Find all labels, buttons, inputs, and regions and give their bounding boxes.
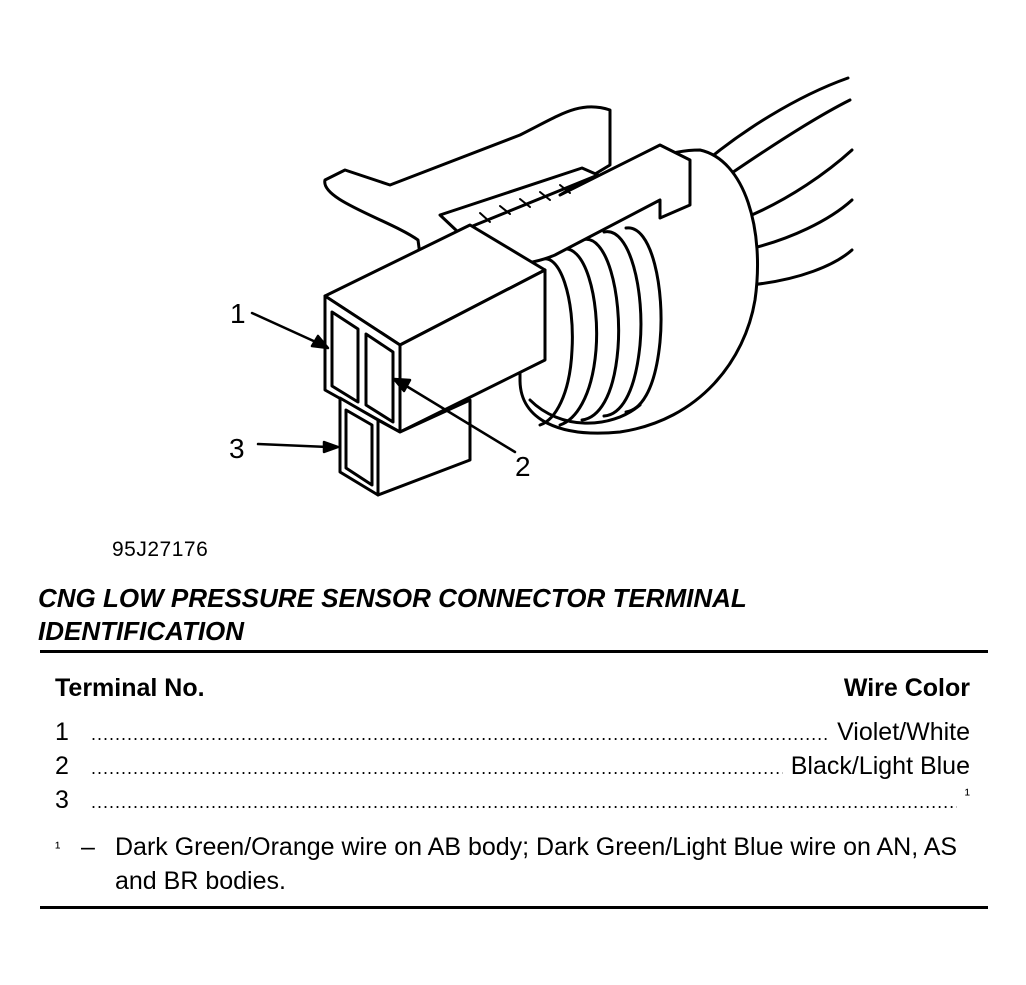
callout-label-3: 3 bbox=[229, 433, 245, 464]
terminal-cavity-2 bbox=[364, 332, 395, 424]
terminal-number: 2 bbox=[55, 752, 69, 780]
dot-leader bbox=[91, 792, 957, 813]
connector-diagram: 1 2 3 bbox=[229, 76, 854, 497]
column-header-wire-color: Wire Color bbox=[843, 674, 970, 702]
terminal-number: 1 bbox=[55, 718, 69, 746]
terminal-number: 3 bbox=[55, 786, 69, 814]
column-header-terminal: Terminal No. bbox=[55, 674, 205, 702]
table-bottom-rule bbox=[40, 906, 988, 909]
table-top-rule bbox=[40, 650, 988, 653]
wire-color: Violet/White bbox=[837, 718, 970, 746]
callout-label-2: 2 bbox=[515, 451, 531, 482]
dot-leader bbox=[91, 724, 829, 745]
footnote-mark: ¹ bbox=[55, 840, 61, 857]
dot-leader bbox=[91, 758, 783, 779]
figure-id: 95J27176 bbox=[112, 538, 209, 561]
callout-label-1: 1 bbox=[230, 298, 246, 329]
latch-window bbox=[438, 166, 600, 234]
housing-lower-side bbox=[376, 398, 472, 497]
footnote-text: Dark Green/Orange wire on AB body; Dark … bbox=[115, 833, 958, 895]
seal-ribs bbox=[528, 226, 663, 427]
latch-window-grid bbox=[479, 184, 571, 223]
callout-leaders bbox=[250, 311, 517, 454]
page-title: CNG LOW PRESSURE SENSOR CONNECTOR TERMIN… bbox=[38, 583, 747, 646]
terminal-cavity-3 bbox=[344, 408, 374, 487]
terminal-cavity-1 bbox=[330, 310, 360, 404]
table-row: 2 Black/Light Blue bbox=[55, 752, 970, 784]
footnote: ¹ – Dark Green/Orange wire on AB body; D… bbox=[55, 830, 975, 898]
footnote-dash: – bbox=[81, 833, 95, 861]
wire-color: Black/Light Blue bbox=[790, 752, 970, 780]
latch-arm bbox=[323, 105, 692, 267]
wire-color-footnote-ref: ¹ bbox=[964, 787, 970, 804]
table-row: 1 Violet/White bbox=[55, 718, 970, 750]
table-row: 3 ¹ bbox=[55, 786, 970, 818]
